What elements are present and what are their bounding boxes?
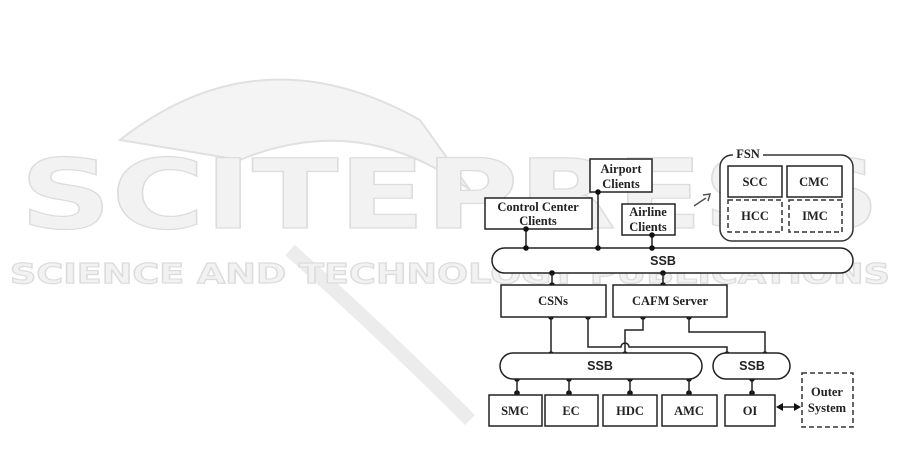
ec-label: EC <box>562 404 579 418</box>
ssb-left-label: SSB <box>587 359 613 373</box>
server-links <box>551 273 664 285</box>
scc-label: SCC <box>742 175 767 189</box>
hcc-box <box>727 199 783 233</box>
fsn-pointer-arrow-icon <box>693 193 712 207</box>
cmc-box <box>786 165 843 198</box>
airline-clients-label-2: Clients <box>629 220 667 234</box>
cafm-server-label: CAFM Server <box>632 294 708 308</box>
cafm-server-box <box>612 284 728 318</box>
cmc-label: CMC <box>799 175 829 189</box>
ssb-top-label: SSB <box>650 254 676 268</box>
ssb-left-bus <box>499 352 703 380</box>
lower-links <box>550 317 766 354</box>
hcc-label: HCC <box>741 209 769 223</box>
hdc-label: HDC <box>616 404 644 418</box>
amc-box <box>661 394 718 427</box>
bidirectional-arrow-icon <box>776 403 801 411</box>
watermark-swoosh <box>285 244 475 425</box>
control-center-clients-label: Control Center <box>497 200 579 214</box>
outer-system-label-2: System <box>808 401 847 415</box>
airport-clients-box <box>589 158 653 193</box>
amc-label: AMC <box>674 404 704 418</box>
airline-clients-box <box>621 203 676 236</box>
control-center-clients-label-2: Clients <box>519 214 557 228</box>
imc-box <box>788 199 843 233</box>
csns-label: CSNs <box>538 294 568 308</box>
airport-clients-label-2: Clients <box>602 177 640 191</box>
fsn-label-bg <box>733 148 763 160</box>
control-center-clients-box <box>484 197 593 230</box>
oi-box <box>724 394 776 427</box>
watermark-book-shape <box>117 78 471 191</box>
airport-clients-label: Airport <box>601 162 643 176</box>
ssb-right-label: SSB <box>739 359 765 373</box>
oi-label: OI <box>743 404 758 418</box>
airline-clients-label: Airline <box>629 205 667 219</box>
csns-box <box>500 284 607 318</box>
outer-system-label: Outer <box>811 385 843 399</box>
ssb-top-bus <box>491 247 854 274</box>
imc-label: IMC <box>802 209 828 223</box>
device-links <box>516 379 753 395</box>
smc-box <box>488 394 543 427</box>
scc-box <box>727 165 783 198</box>
ec-box <box>544 394 599 427</box>
outer-system-box <box>801 372 854 428</box>
hdc-box <box>602 394 658 427</box>
smc-label: SMC <box>501 404 529 418</box>
fsn-label: FSN <box>736 147 760 161</box>
